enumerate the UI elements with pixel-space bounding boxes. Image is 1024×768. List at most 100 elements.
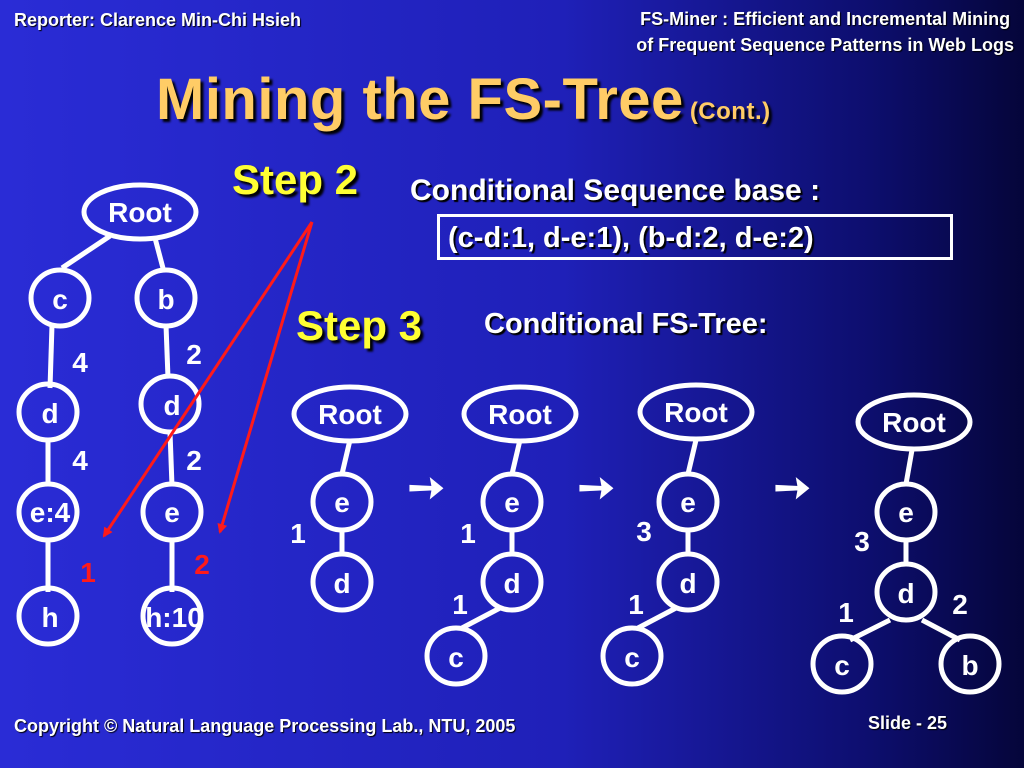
weight-b-d: 2 — [186, 339, 202, 370]
ct4-node-c — [810, 633, 874, 695]
node-d-left-label: d — [41, 398, 58, 429]
node-b-label: b — [157, 284, 174, 315]
slide-title: Mining the FS-Tree(Cont.) — [156, 66, 771, 133]
ct2-c-label: c — [448, 642, 464, 673]
edge-ct2-root-e — [509, 439, 523, 475]
paper-title: FS-Miner : Efficient and Incremental Min… — [636, 6, 1014, 58]
ct3-c-label: c — [624, 642, 640, 673]
ct4-root-label: Root — [882, 407, 946, 438]
step2-label: Step 2 — [232, 156, 359, 203]
ct4-b-label: b — [961, 650, 978, 681]
ct1-node-root — [291, 384, 409, 444]
ct4-weight-b: 2 — [952, 589, 968, 620]
node-h-left-label: h — [41, 602, 58, 633]
node-e-left-label: e:4 — [30, 497, 71, 528]
node-d-right-label: d — [163, 390, 180, 421]
conditional-sequence-base-value: (c-d:1, d-e:1), (b-d:2, d-e:2) — [448, 222, 814, 254]
edge-ct3-d-c — [636, 605, 678, 631]
node-root-label: Root — [108, 197, 172, 228]
node-h-right — [140, 585, 204, 647]
node-e-left — [16, 481, 80, 543]
ct3-node-d — [656, 551, 720, 613]
ct1-node-d — [310, 551, 374, 613]
reporter-label: Reporter: Clarence Min-Chi Hsieh — [14, 10, 302, 30]
arrow-3: ➙ — [774, 463, 811, 512]
ct2-node-root — [461, 384, 579, 444]
slide-title-main: Mining the FS-Tree — [156, 67, 684, 132]
ct4-node-e — [874, 481, 938, 543]
weight-d-e-left: 4 — [72, 445, 88, 476]
main-tree: Root c b d d e:4 e h h:10 4 4 2 2 1 2 — [16, 182, 210, 647]
weight-d-e-right: 2 — [186, 445, 202, 476]
cond-tree-4: Root e d c b 3 1 2 — [810, 392, 1002, 695]
footer-slide-number: Slide - 25 — [868, 713, 948, 733]
ct1-weight-e: 1 — [290, 518, 306, 549]
node-d-left — [16, 381, 80, 443]
step3-label: Step 3 — [296, 302, 423, 349]
ct2-root-label: Root — [488, 399, 552, 430]
conditional-sequence-base-label: Conditional Sequence base : — [410, 174, 821, 207]
footer-copyright: Copyright © Natural Language Processing … — [14, 716, 516, 736]
ct3-weight-c: 1 — [628, 589, 644, 620]
ct3-weight-e: 3 — [636, 516, 652, 547]
paper-title-line-1: FS-Miner : Efficient and Incremental Min… — [640, 9, 1011, 29]
ct1-d-label: d — [333, 568, 350, 599]
ct2-e-label: e — [504, 487, 520, 518]
ct2-node-d — [480, 551, 544, 613]
ct3-node-c — [600, 625, 664, 687]
paper-title-line-2: of Frequent Sequence Patterns in Web Log… — [636, 35, 1014, 55]
node-c — [28, 267, 92, 329]
red-arrow-to-right-leaf — [217, 221, 314, 534]
ct3-node-e — [656, 471, 720, 533]
node-b — [134, 267, 198, 329]
ct2-node-c — [424, 625, 488, 687]
edge-ct3-root-e — [685, 439, 699, 475]
ct4-c-label: c — [834, 650, 850, 681]
ct1-e-label: e — [334, 487, 350, 518]
arrow-1: ➙ — [408, 463, 445, 512]
ct3-node-root — [637, 382, 755, 442]
edge-root-b — [152, 237, 167, 273]
ct4-e-label: e — [898, 497, 914, 528]
edge-ct2-d-c — [460, 605, 502, 631]
node-root — [81, 182, 199, 242]
ct3-root-label: Root — [664, 397, 728, 428]
ct4-node-d — [874, 561, 938, 623]
slide-title-suffix: (Cont.) — [689, 98, 771, 125]
ct3-e-label: e — [680, 487, 696, 518]
ct2-weight-e: 1 — [460, 518, 476, 549]
cond-tree-2: Root e d c 1 1 — [424, 384, 579, 687]
red-arrow-to-left-leaf — [102, 221, 314, 538]
edge-c-d — [47, 324, 55, 389]
ct4-d-label: d — [897, 578, 914, 609]
node-c-label: c — [52, 284, 68, 315]
cond-tree-1: Root e d 1 — [290, 384, 409, 613]
node-h-left — [16, 585, 80, 647]
cond-tree-3: Root e d c 3 1 — [600, 382, 755, 687]
ct4-weight-c: 1 — [838, 597, 854, 628]
ct1-node-e — [310, 471, 374, 533]
node-e-right — [140, 481, 204, 543]
ct3-d-label: d — [679, 568, 696, 599]
ct4-weight-e: 3 — [854, 526, 870, 557]
weight-e-h-left: 1 — [80, 557, 96, 588]
conditional-fs-tree-label: Conditional FS-Tree: — [484, 308, 768, 340]
edge-ct4-root-e — [903, 449, 915, 485]
edge-b-d — [163, 324, 171, 379]
edge-ct4-d-b — [920, 617, 962, 643]
weight-c-d: 4 — [72, 347, 88, 378]
weight-e-h-right: 2 — [194, 549, 210, 580]
ct2-d-label: d — [503, 568, 520, 599]
conditional-sequence-base-box — [437, 214, 953, 260]
ct1-root-label: Root — [318, 399, 382, 430]
ct2-weight-c: 1 — [452, 589, 468, 620]
node-e-right-label: e — [164, 497, 180, 528]
edge-d-e-right — [167, 431, 175, 487]
node-h-right-label: h:10 — [145, 602, 203, 633]
ct2-node-e — [480, 471, 544, 533]
node-d-right — [138, 373, 202, 435]
edge-ct4-d-c — [848, 617, 892, 643]
ct4-node-b — [938, 633, 1002, 695]
arrow-2: ➙ — [578, 463, 615, 512]
